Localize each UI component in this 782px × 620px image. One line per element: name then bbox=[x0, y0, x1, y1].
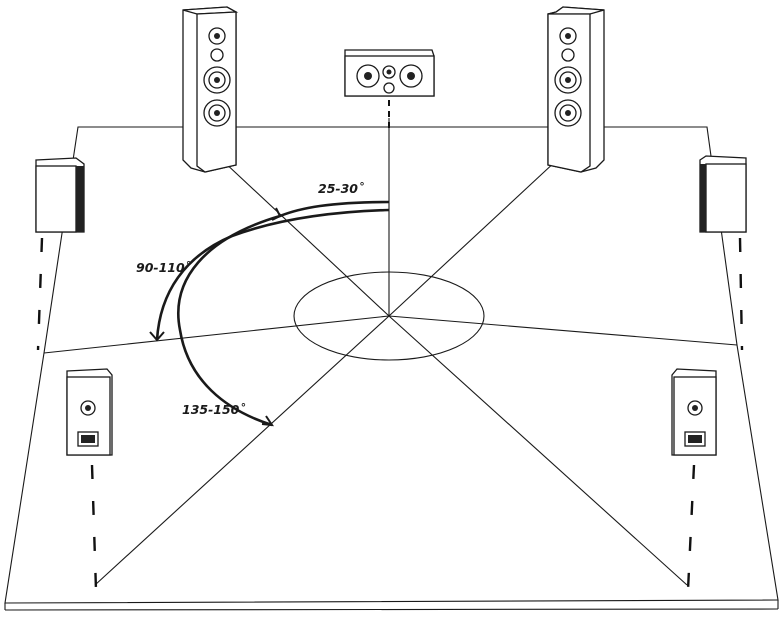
radial-lines bbox=[43, 118, 738, 586]
rear-right-surround-speaker bbox=[671, 368, 717, 456]
arrow-side bbox=[149, 331, 165, 342]
stand-side-right bbox=[738, 237, 744, 351]
label-front-angle: 25-30˚ bbox=[318, 181, 364, 196]
line-rear-left bbox=[94, 315, 390, 586]
arc-front-outer bbox=[279, 200, 390, 218]
arrow-rear bbox=[261, 415, 275, 427]
label-rear-angle: 135-150˚ bbox=[182, 402, 246, 417]
angle-arcs bbox=[149, 200, 390, 427]
stand-rear-left bbox=[90, 464, 98, 591]
side-left-surround-speaker bbox=[35, 157, 85, 233]
arc-rear bbox=[177, 214, 281, 427]
side-right-surround-speaker bbox=[699, 155, 747, 233]
front-left-tower-speaker bbox=[182, 6, 239, 173]
line-side-right bbox=[388, 315, 738, 346]
label-side-angle: 90-110˚ bbox=[136, 260, 191, 275]
floor-outline bbox=[4, 126, 779, 604]
front-right-tower-speaker bbox=[547, 6, 605, 173]
arrow-front bbox=[271, 207, 282, 221]
rear-left-surround-speaker bbox=[66, 368, 113, 456]
floor-edge-front bbox=[4, 608, 779, 611]
center-channel-speaker bbox=[344, 49, 435, 97]
speaker-stands bbox=[36, 100, 744, 591]
line-rear-right bbox=[388, 315, 688, 586]
stand-side-left bbox=[36, 237, 44, 351]
stand-rear-right bbox=[686, 464, 696, 591]
line-front-left bbox=[221, 159, 390, 317]
line-front-right bbox=[388, 159, 558, 317]
line-side-left bbox=[43, 315, 390, 354]
